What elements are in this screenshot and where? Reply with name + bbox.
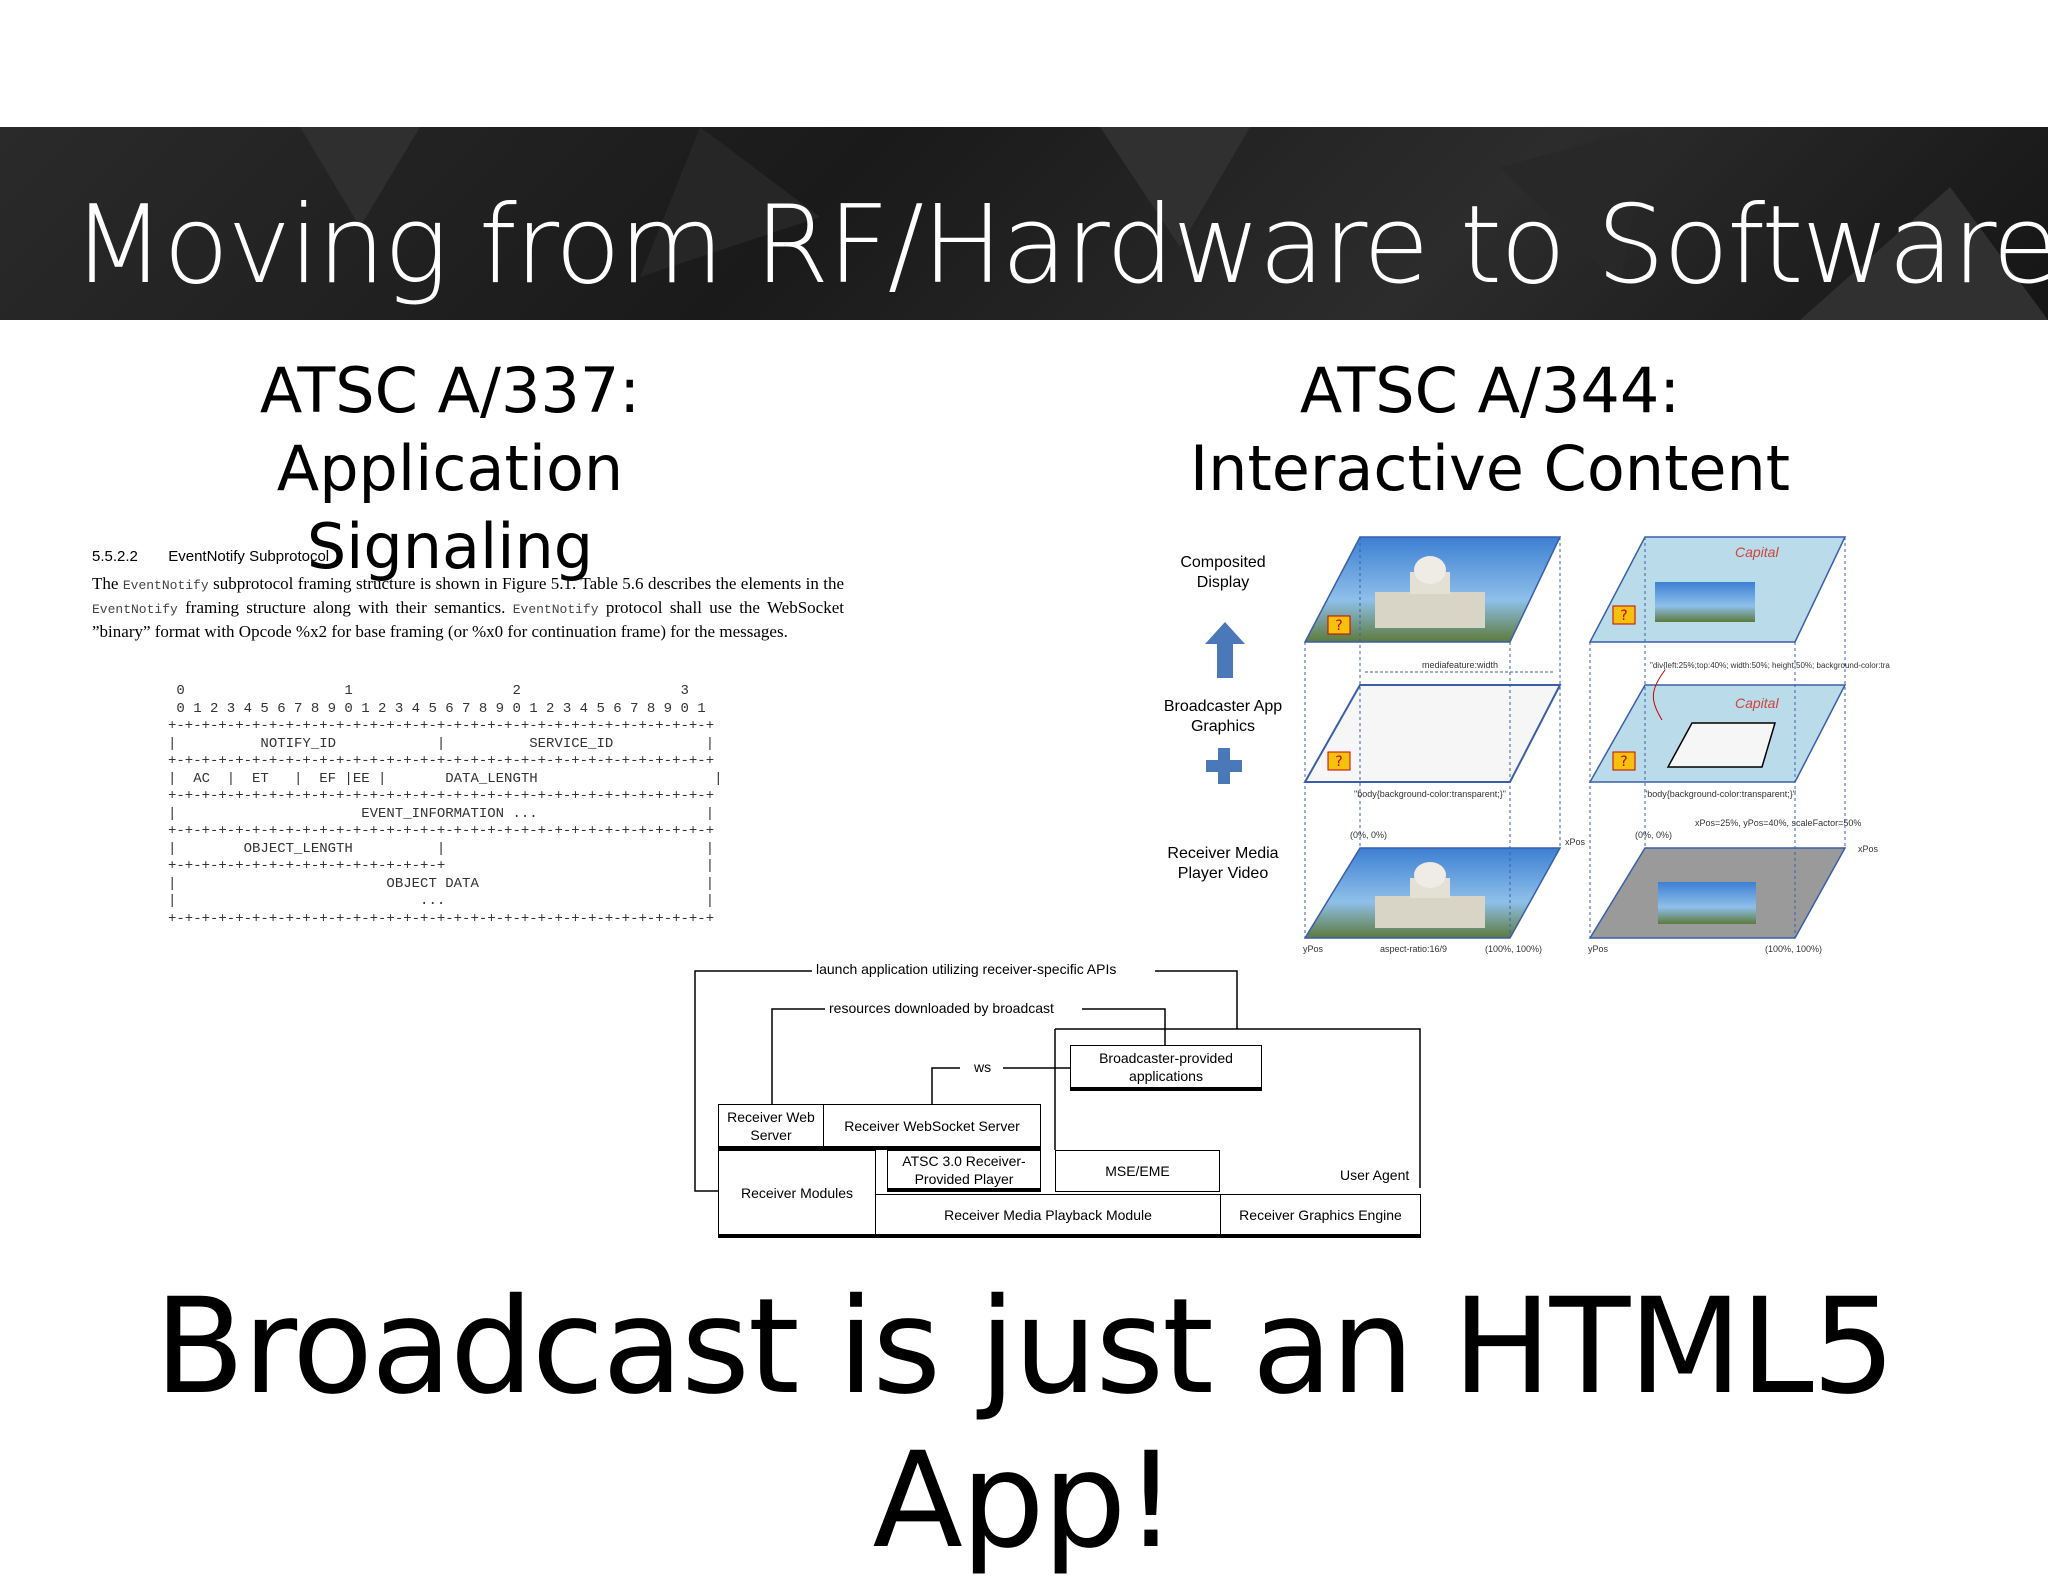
framing-diagram: 0 1 2 3 0 1 2 3 4 5 6 7 8 9 0 1 2 3 4 5 … xyxy=(168,683,723,927)
resources-label: resources downloaded by broadcast xyxy=(825,1000,1058,1016)
mse-eme-box: MSE/EME xyxy=(1055,1150,1220,1192)
spec-text-1: The xyxy=(92,574,119,593)
scale-note: xPos=25%, yPos=40%, scaleFactor=50% xyxy=(1695,818,1861,828)
spec-section-title: EventNotify Subprotocol xyxy=(168,548,330,565)
corner-label-left: (100%, 100%) xyxy=(1485,944,1542,954)
capital-label-mid: Capital xyxy=(1735,695,1779,711)
broadcaster-graphics-label: Broadcaster App Graphics xyxy=(1148,697,1298,737)
layer-stack-diagram: ? ? mediafeature:width "body{background-… xyxy=(1303,536,1890,954)
spec-text-4: protocol shall use the WebSocket ”binary… xyxy=(92,598,844,641)
broadcaster-line2: Graphics xyxy=(1190,718,1256,735)
corner-label-right: (100%, 100%) xyxy=(1765,944,1822,954)
playback-module-box: Receiver Media Playback Module xyxy=(875,1194,1221,1238)
question-icon xyxy=(1327,615,1351,635)
receiver-line2: Player Video xyxy=(1177,865,1269,882)
band-pattern xyxy=(300,127,2048,320)
composited-line2: Display xyxy=(1196,574,1250,591)
up-arrow-icon xyxy=(1205,622,1245,678)
composited-line1: Composited xyxy=(1180,554,1266,571)
xpos-label-right: xPos xyxy=(1858,844,1879,854)
body-transparent-label-left: "body{background-color:transparent;}" xyxy=(1354,789,1506,799)
capital-label-top: Capital xyxy=(1735,544,1779,560)
broadcaster-line1: Broadcaster App xyxy=(1163,698,1283,715)
right-heading-line1: ATSC A/344: xyxy=(1299,354,1681,427)
launch-label: launch application utilizing receiver-sp… xyxy=(812,961,1121,977)
right-heading: ATSC A/344: Interactive Content xyxy=(1180,352,1800,508)
spec-code-3: EventNotify xyxy=(512,602,599,617)
origin-label-left: (0%, 0%) xyxy=(1350,830,1387,840)
websocket-server-box: Receiver WebSocket Server xyxy=(823,1104,1041,1150)
slide-title: Moving from RF/Hardware to Software xyxy=(72,183,2048,308)
spec-code-2: EventNotify xyxy=(92,602,178,617)
body-transparent-label-right: "body{background-color:transparent;}" xyxy=(1644,789,1796,799)
title-band: Moving from RF/Hardware to Software xyxy=(0,127,2048,320)
spec-text-2: subprotocol framing structure is shown i… xyxy=(208,574,844,593)
svg-text:?: ? xyxy=(1620,754,1627,770)
ws-label: ws xyxy=(970,1059,996,1075)
left-heading-line1: ATSC A/337: xyxy=(259,354,641,427)
left-heading: ATSC A/337: Application Signaling xyxy=(140,352,760,586)
mediafeature-label: mediafeature:width xyxy=(1422,660,1498,670)
bottom-title: Broadcast is just an HTML5 App! xyxy=(154,1270,1895,1578)
ypos-label-left: yPos xyxy=(1303,944,1324,954)
xpos-label-left: xPos xyxy=(1565,837,1586,847)
left-heading-line2: Application Signaling xyxy=(276,432,624,583)
origin-label-right: (0%, 0%) xyxy=(1635,830,1672,840)
svg-text:?: ? xyxy=(1335,618,1342,634)
spec-section-number: 5.5.2.2 xyxy=(92,548,138,565)
spec-section-heading: 5.5.2.2 EventNotify Subprotocol xyxy=(92,548,329,565)
right-heading-line2: Interactive Content xyxy=(1189,432,1791,505)
svg-text:?: ? xyxy=(1620,608,1627,624)
ypos-label-right: yPos xyxy=(1588,944,1609,954)
broadcaster-apps-box: Broadcaster-provided applications xyxy=(1070,1045,1262,1091)
composited-display-label: Composited Display xyxy=(1148,553,1298,593)
web-server-box: Receiver Web Server xyxy=(718,1104,824,1150)
div-css-label: "div{left:25%;top:40%; width:50%; height… xyxy=(1650,661,1890,670)
aspect-label: aspect-ratio:16/9 xyxy=(1380,944,1447,954)
receiver-line1: Receiver Media xyxy=(1167,845,1279,862)
capitol-building-photo xyxy=(1375,556,1485,628)
plus-icon xyxy=(1206,748,1242,784)
spec-code-1: EventNotify xyxy=(122,578,209,593)
spec-paragraph: The EventNotify subprotocol framing stru… xyxy=(92,573,844,643)
atsc-player-box: ATSC 3.0 Receiver-Provided Player xyxy=(887,1150,1041,1192)
svg-text:?: ? xyxy=(1335,754,1342,770)
spec-text-3: framing structure along with their seman… xyxy=(177,598,513,617)
receiver-modules-box: Receiver Modules xyxy=(718,1150,876,1238)
graphics-engine-box: Receiver Graphics Engine xyxy=(1220,1194,1421,1238)
user-agent-label: User Agent xyxy=(1340,1167,1410,1183)
receiver-video-label: Receiver Media Player Video xyxy=(1148,844,1298,884)
